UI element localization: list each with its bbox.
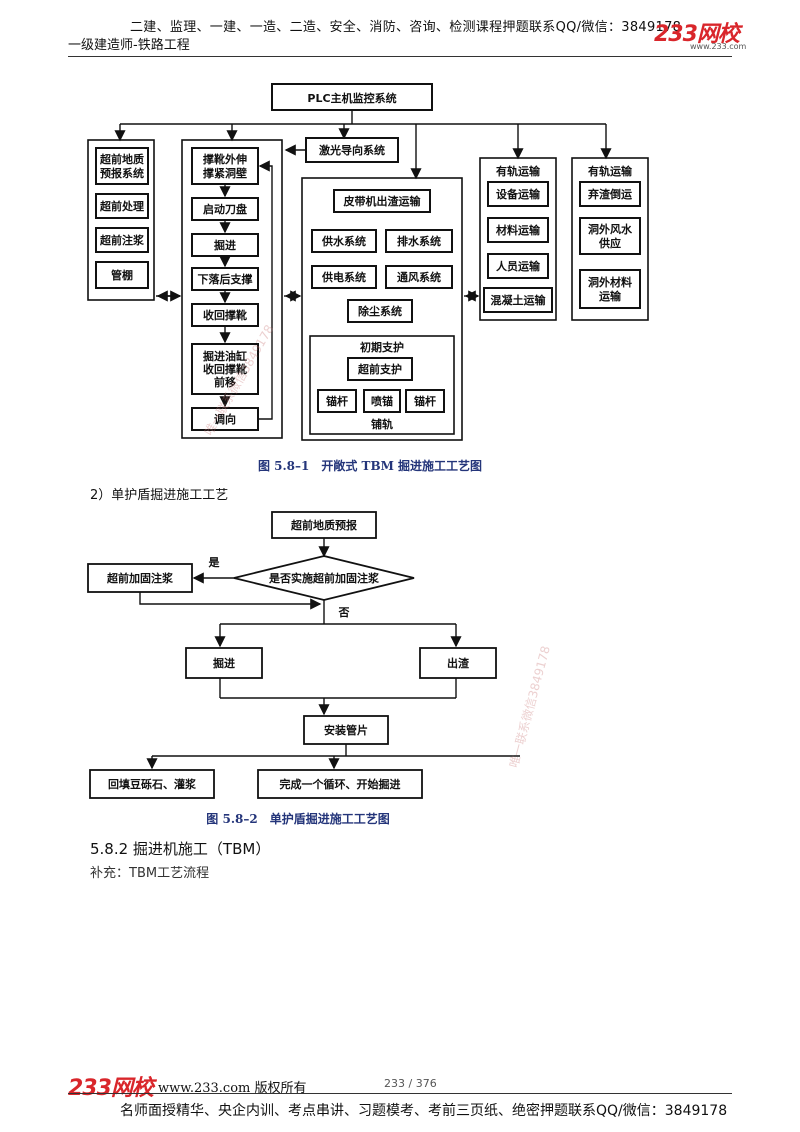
mid-item-6: 调向 <box>214 412 236 426</box>
mid-item-4: 收回撑靴 <box>203 308 247 322</box>
figure-2-caption: 图 5.8–2 单护盾掘进施工工艺图 <box>206 811 389 826</box>
dust-removal-label: 除尘系统 <box>358 304 402 318</box>
plc-system-label: PLC主机监控系统 <box>307 91 396 105</box>
muck-removal-box: 出渣 <box>447 656 470 670</box>
header-divider <box>68 56 732 57</box>
rail-2-item-0: 弃渣倒运 <box>587 187 632 201</box>
section-title: 5.8.2 掘进机施工（TBM） <box>90 840 271 858</box>
footer-divider <box>68 1093 732 1094</box>
yes-label: 是 <box>208 556 221 569</box>
initial-support-label: 初期支护 <box>360 340 404 354</box>
figure-1-caption: 图 5.8–1 开敞式 TBM 掘进施工工艺图 <box>258 458 482 473</box>
logo: 233网校 <box>654 22 740 47</box>
track-laying-label: 铺轨 <box>371 417 393 431</box>
excavate-box: 掘进 <box>213 656 235 670</box>
mid-item-0: 撑靴外伸撑紧洞壁 <box>203 152 247 180</box>
power-supply-label: 供电系统 <box>321 270 366 284</box>
backfill-grout-box: 回填豆砾石、灌浆 <box>108 777 197 791</box>
mid-item-3: 下落后支撑 <box>198 272 253 286</box>
mid-item-2: 掘进 <box>214 238 236 252</box>
decision-box: 是否实施超前加固注浆 <box>268 571 380 585</box>
support-item-2: 锚杆 <box>414 394 436 408</box>
figure-1-flowchart: PLC主机监控系统 激光导向系统 超前地质预报系统 超前处理 超前注浆 管棚 撑… <box>87 83 649 473</box>
cycle-complete-box: 完成一个循环、开始掘进 <box>280 777 401 791</box>
mid-item-5: 掘进油缸收回撑靴前移 <box>203 349 247 389</box>
mid-item-1: 启动刀盘 <box>203 202 247 216</box>
water-supply-label: 供水系统 <box>321 234 366 248</box>
geo-forecast-box: 超前地质预报 <box>290 518 358 532</box>
header-top-text: 二建、监理、一建、一造、二造、安全、消防、咨询、检测课程押题联系QQ/微信：38… <box>130 20 682 35</box>
rail-transport-2-title: 有轨运输 <box>588 164 633 178</box>
drainage-label: 排水系统 <box>397 234 441 248</box>
header-subtitle: 一级建造师-铁路工程 <box>68 38 190 53</box>
page-number: 233 / 376 <box>384 1077 437 1090</box>
logo-url: www.233.com <box>690 42 747 51</box>
footer-site: www.233.com 版权所有 <box>158 1081 307 1096</box>
footer-bottom-text: 名师面授精华、央企内训、考点串讲、习题模考、考前三页纸、绝密押题联系QQ/微信：… <box>120 1103 728 1119</box>
rail-2-item-1: 洞外风水供应 <box>588 222 633 250</box>
belt-conveyor-label: 皮带机出渣运输 <box>343 194 422 208</box>
support-item-1: 喷锚 <box>371 394 393 408</box>
figure-2-flowchart: 超前地质预报 是否实施超前加固注浆 是 否 超前加固注浆 掘进 出渣 安装管片 … <box>87 511 520 826</box>
rail-1-item-2: 人员运输 <box>496 259 541 273</box>
section-heading: 2）单护盾掘进施工工艺 <box>90 488 229 503</box>
rail-1-item-3: 混凝土运输 <box>491 293 547 307</box>
laser-guidance-label: 激光导向系统 <box>319 143 385 157</box>
left-item-1: 超前处理 <box>99 199 144 213</box>
rail-1-item-0: 设备运输 <box>496 187 541 201</box>
left-item-2: 超前注浆 <box>99 233 145 247</box>
left-item-0: 超前地质预报系统 <box>99 152 144 180</box>
install-segments-box: 安装管片 <box>324 723 368 737</box>
no-label: 否 <box>338 606 350 619</box>
rail-1-item-1: 材料运输 <box>496 223 541 237</box>
reinforce-grout-box: 超前加固注浆 <box>106 571 174 585</box>
ventilation-label: 通风系统 <box>397 270 441 284</box>
rail-2-item-2: 洞外材料运输 <box>588 275 632 303</box>
footer-logo: 233网校 <box>68 1076 154 1101</box>
supplement-text: 补充：TBM工艺流程 <box>90 866 210 881</box>
rail-transport-1-title: 有轨运输 <box>496 164 541 178</box>
support-item-0: 锚杆 <box>326 394 348 408</box>
left-item-3: 管棚 <box>111 268 133 282</box>
advance-support-label: 超前支护 <box>357 362 402 376</box>
